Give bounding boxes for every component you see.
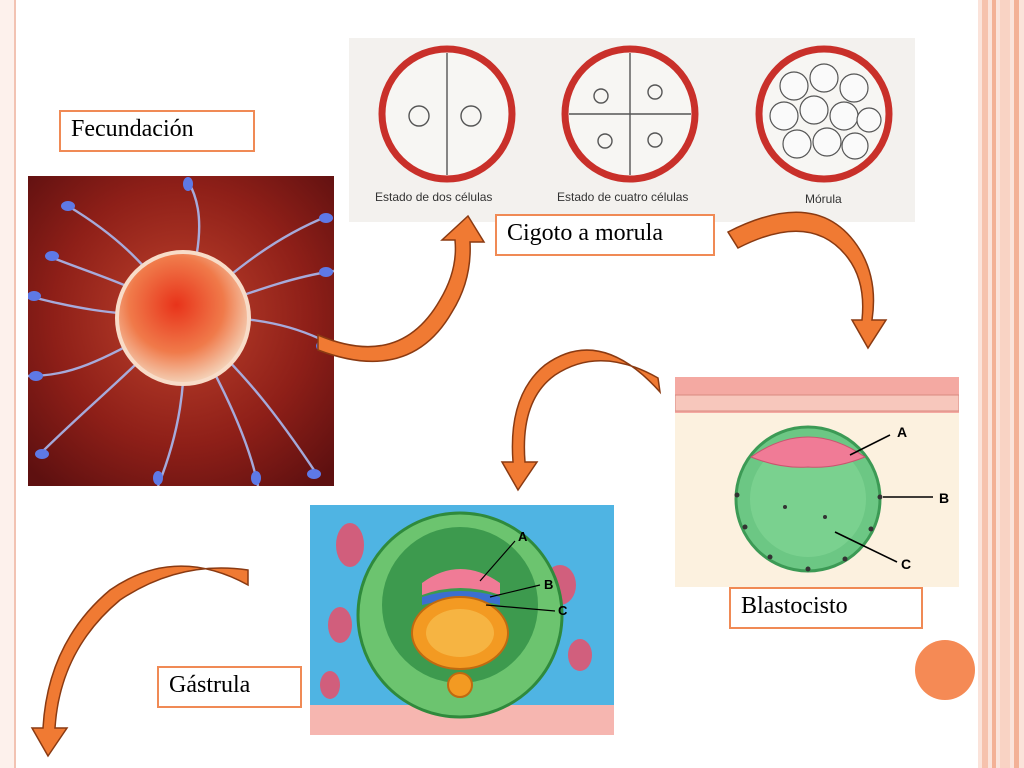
caption-two-cells: Estado de dos células [375,190,492,204]
fertilization-image [28,176,334,486]
blastocyst-letter-b: B [939,490,949,506]
fecundacion-label: Fecundación [59,110,255,152]
arrow-blastocisto-to-gastrula [500,349,662,492]
gastrula-image: A B C [310,505,614,735]
gastrula-label: Gástrula [157,666,302,708]
blastocisto-label: Blastocisto [729,587,923,629]
gastrula-letter-a: A [518,529,528,544]
arrow-gastrula-onward [30,565,249,758]
arrow-cigoto-to-blastocisto [726,211,888,350]
blastocyst-letter-c: C [901,556,911,572]
arrow-fecundacion-to-cigoto [317,214,486,363]
blastocyst-letter-a: A [897,424,907,440]
cleavage-stages-image: Estado de dos células Estado de cuatro c… [349,38,915,222]
caption-four-cells: Estado de cuatro células [557,190,688,204]
caption-morula: Mórula [805,192,842,206]
cigoto-label: Cigoto a morula [495,214,715,256]
decorative-circle [915,640,975,700]
gastrula-letter-b: B [544,577,553,592]
left-frame-border [0,0,16,768]
blastocyst-image: A B C [675,377,959,587]
gastrula-letter-c: C [558,603,568,618]
right-frame-stripes [978,0,1024,768]
